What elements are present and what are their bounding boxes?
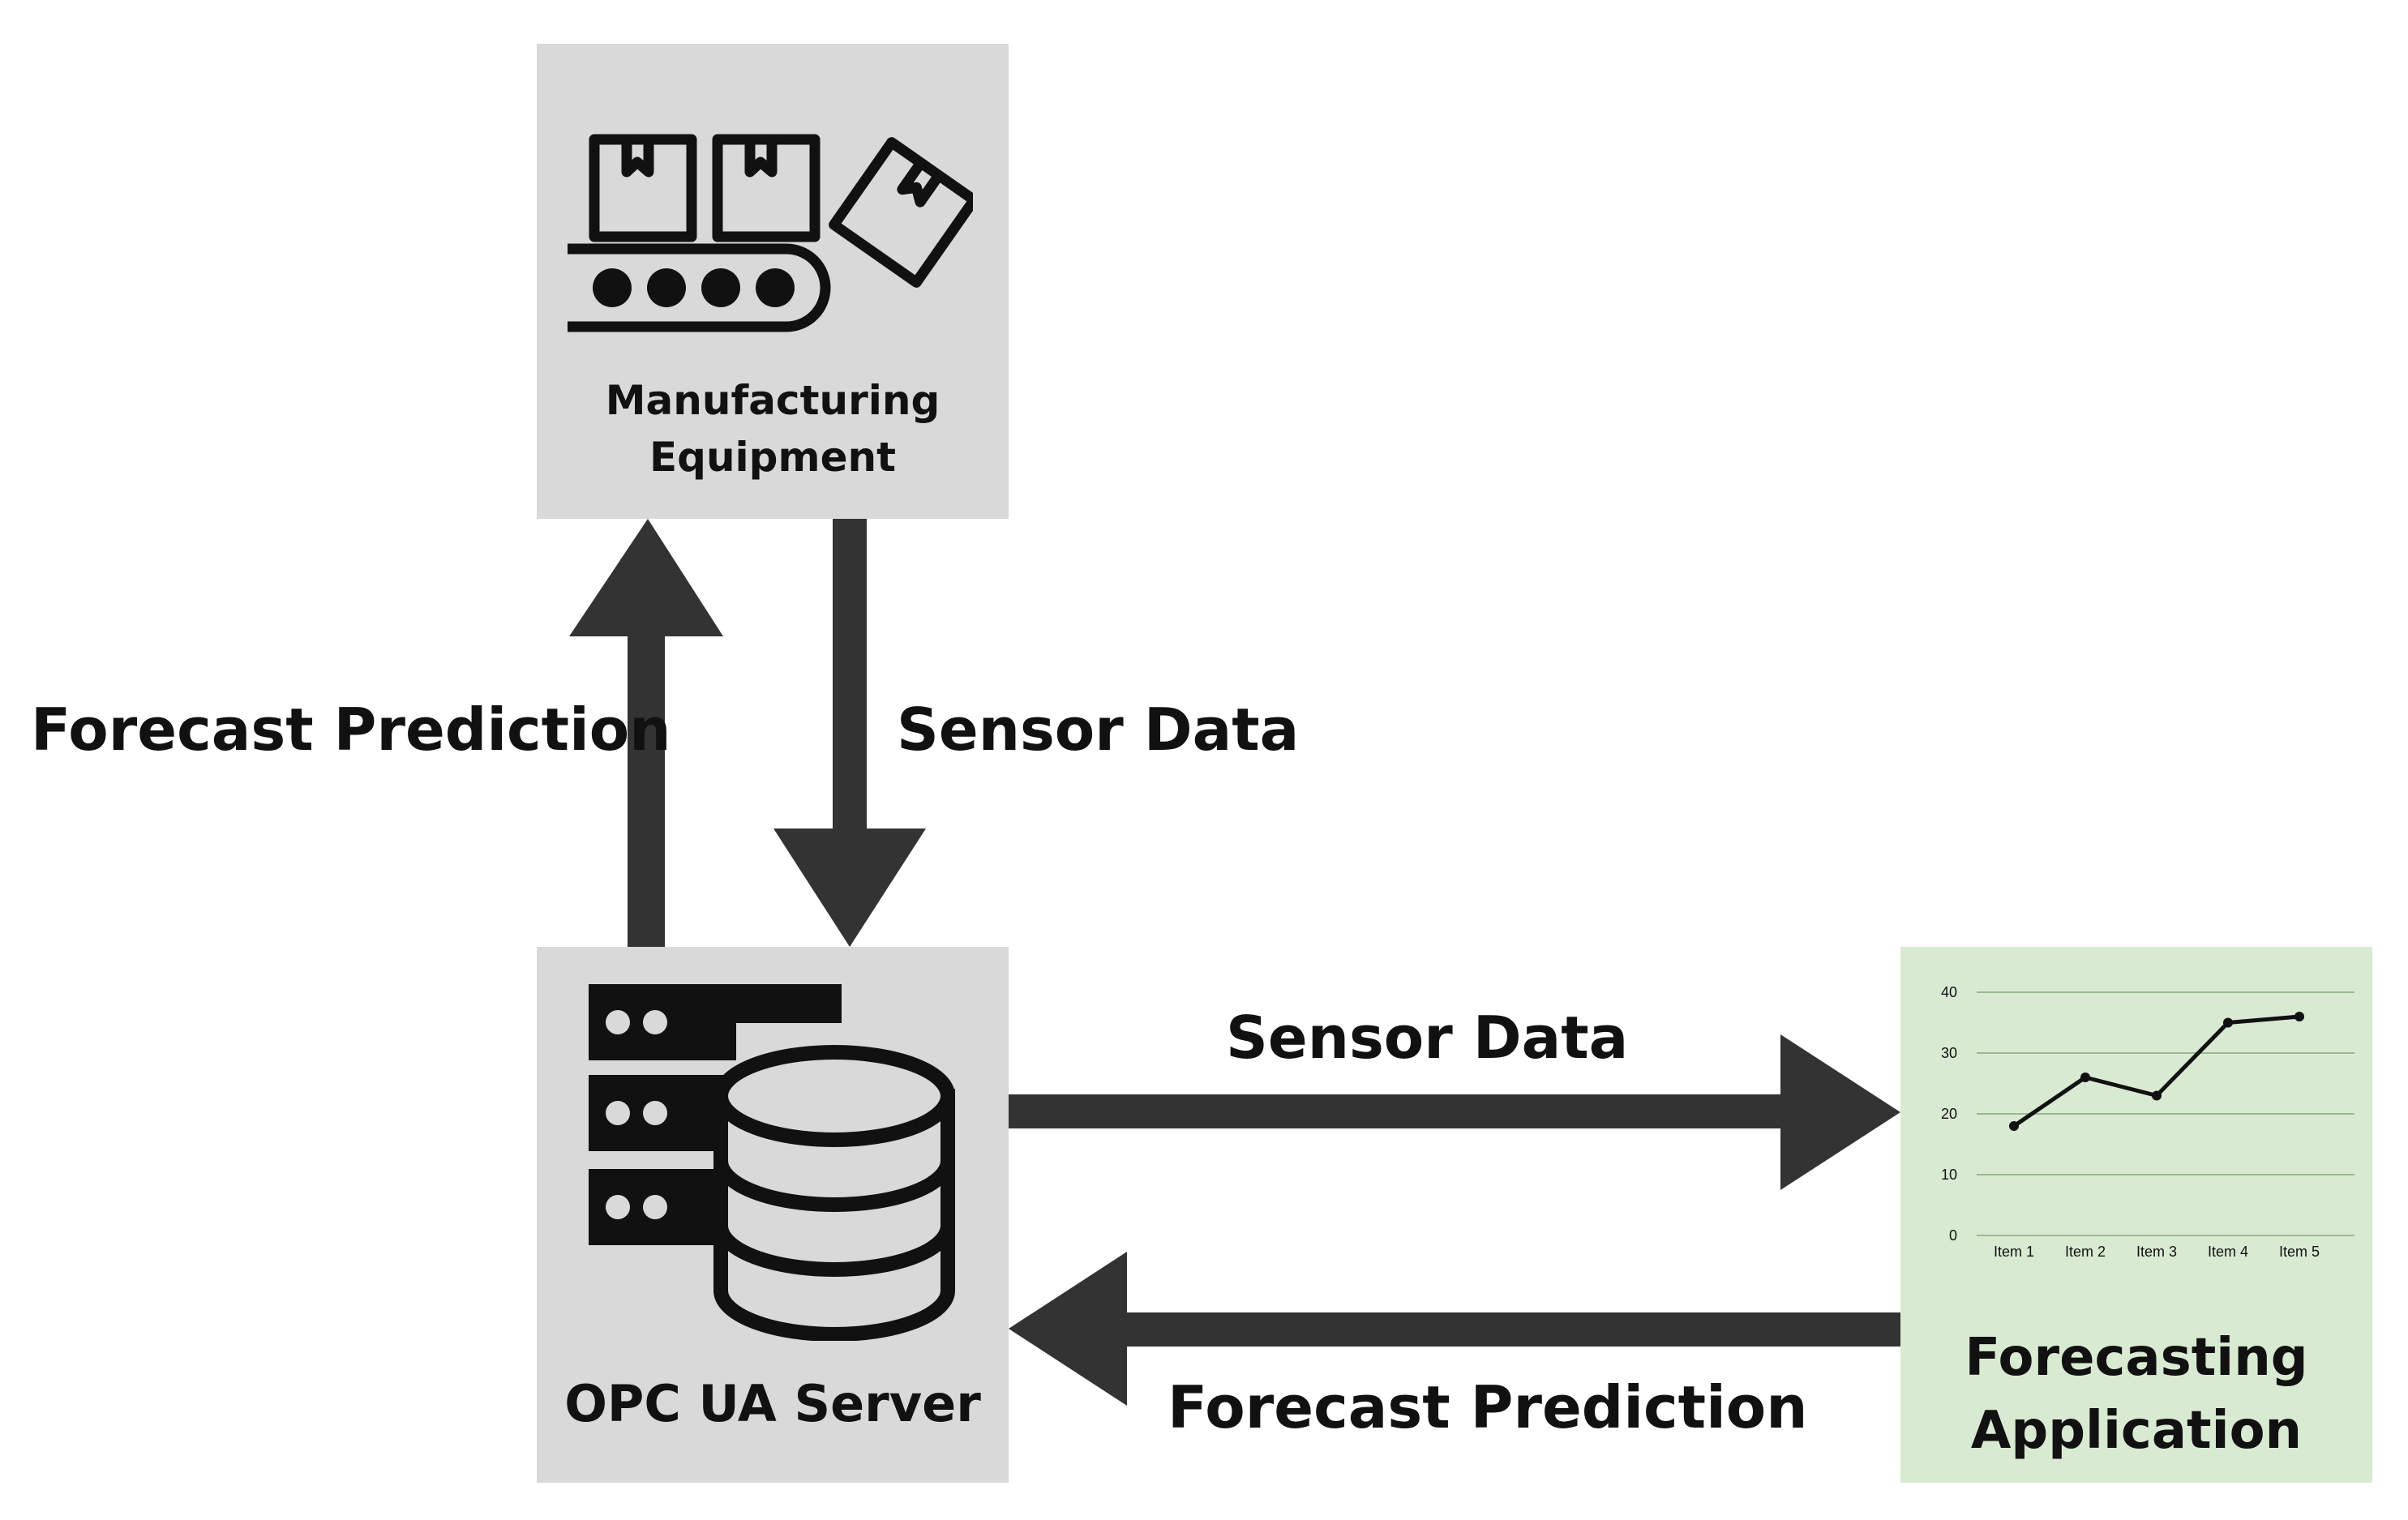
edge-label-forecast-prediction-up: Forecast Prediction — [31, 696, 671, 764]
chart-y-tick-label: 0 — [1949, 1227, 1957, 1244]
arrow-forecast-to-equipment — [569, 519, 723, 947]
chart-x-tick-labels: Item 1 Item 2 Item 3 Item 4 Item 5 — [1994, 1244, 2320, 1260]
opc-ua-server-label: OPC UA Server — [564, 1374, 981, 1433]
chart-data-point — [2009, 1121, 2019, 1131]
chart-y-tick-labels: 0 10 20 30 40 — [1941, 984, 1957, 1244]
manufacturing-equipment-label: Manufacturing Equipment — [605, 377, 940, 481]
chart-x-tick-label: Item 1 — [1994, 1244, 2034, 1260]
chart-data-point — [2080, 1073, 2090, 1082]
chart-y-tick-label: 10 — [1941, 1167, 1957, 1183]
edge-label-sensor-data-right: Sensor Data — [1226, 1004, 1629, 1072]
chart-gridlines — [1977, 991, 2354, 1236]
chart-series-points — [2009, 1012, 2304, 1131]
forecasting-application-box — [1900, 947, 2372, 1483]
chart-x-tick-label: Item 2 — [2065, 1244, 2106, 1260]
server-database-icon — [589, 984, 955, 1341]
chart-x-tick-label: Item 3 — [2136, 1244, 2177, 1260]
chart-data-point — [2152, 1090, 2162, 1101]
chart-x-tick-label: Item 4 — [2208, 1244, 2248, 1260]
chart-data-point — [2223, 1017, 2233, 1028]
edge-label-forecast-prediction-left: Forecast Prediction — [1168, 1373, 1808, 1441]
chart-y-tick-label: 40 — [1941, 984, 1957, 1000]
forecasting-application-node: 0 10 20 30 40 Item 1 Item 2 Item 3 Item 4 Item 5… — [1900, 947, 2372, 1483]
arrow-sensor-to-forecasting — [1009, 1034, 1900, 1190]
conveyor-belt-icon — [568, 134, 973, 332]
chart-series-line — [2012, 1014, 2300, 1128]
manufacturing-equipment-node: Manufacturing Equipment — [537, 44, 1009, 519]
line-chart-icon: 0 10 20 30 40 Item 1 Item 2 Item 3 Item 4 Item 5 — [1941, 984, 2354, 1260]
chart-x-tick-label: Item 5 — [2279, 1244, 2320, 1260]
chart-y-tick-label: 30 — [1941, 1045, 1957, 1061]
chart-data-point — [2294, 1012, 2304, 1021]
arrow-sensor-to-server — [773, 519, 926, 947]
chart-y-tick-label: 20 — [1941, 1106, 1957, 1122]
arrow-forecast-to-server — [1009, 1252, 1900, 1406]
edge-label-sensor-data-down: Sensor Data — [897, 696, 1300, 764]
opc-ua-server-node: OPC UA Server — [537, 947, 1009, 1483]
forecasting-application-label: Forecasting Application — [1965, 1328, 2308, 1461]
